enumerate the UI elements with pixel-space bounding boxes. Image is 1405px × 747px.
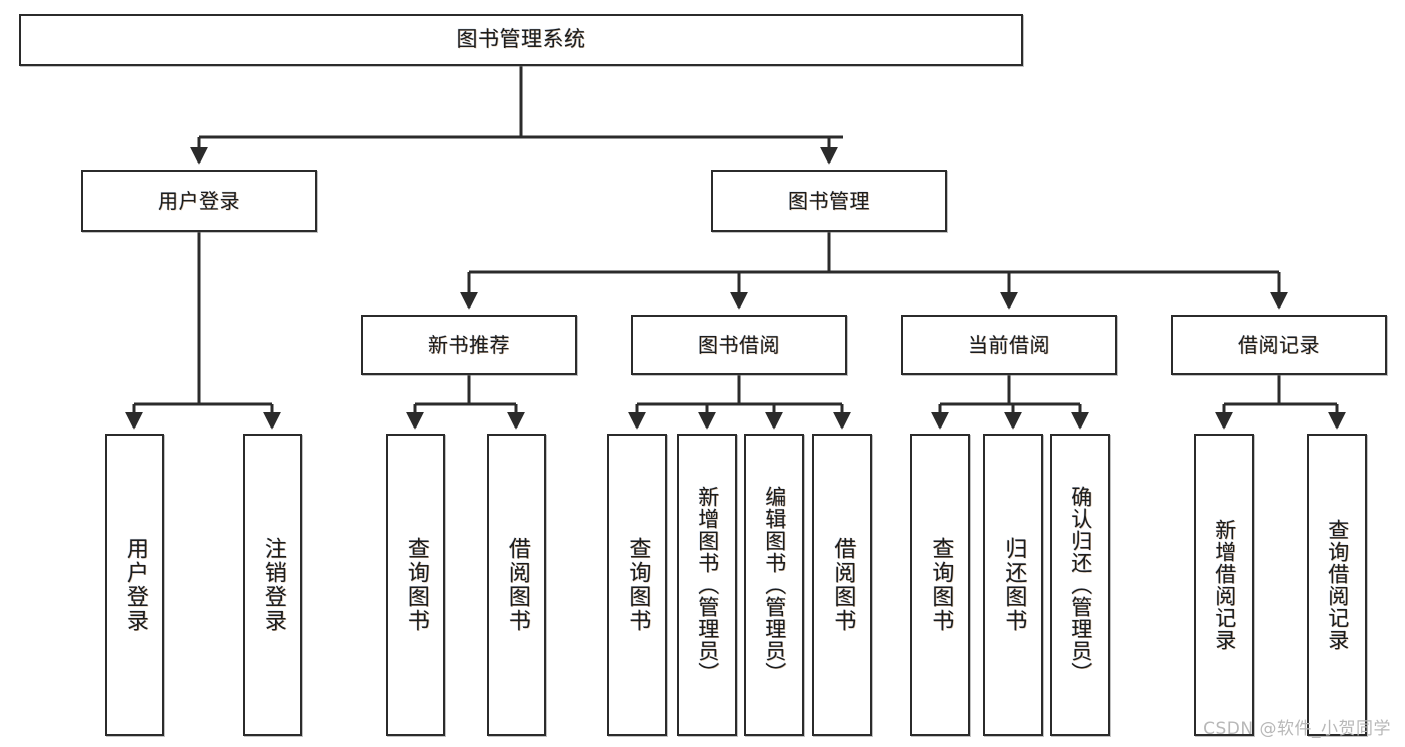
- leaf-label: 归还图书: [1001, 537, 1027, 633]
- leaf-label: 注销登录: [260, 537, 286, 633]
- node-current-borrow[interactable]: 当前借阅: [901, 315, 1117, 375]
- node-label: 用户登录: [158, 189, 240, 213]
- leaf-label: 查询图书: [625, 537, 651, 633]
- leaf-add-book-admin[interactable]: 新增图书（管理员）: [677, 434, 737, 736]
- node-book-management[interactable]: 图书管理: [711, 170, 947, 232]
- leaf-label: 新增图书（管理员）: [695, 486, 720, 684]
- leaf-label: 编辑图书（管理员）: [762, 486, 787, 684]
- connectors-root-to-level2: [190, 66, 843, 165]
- leaf-label: 新增借阅记录: [1212, 519, 1237, 651]
- leaf-label: 查询图书: [403, 537, 429, 633]
- node-user-login[interactable]: 用户登录: [81, 170, 317, 232]
- node-label: 新书推荐: [428, 333, 510, 357]
- connectors-book-borrow-to-leaves: [628, 375, 851, 430]
- node-borrow-records[interactable]: 借阅记录: [1171, 315, 1387, 375]
- leaf-borrow-book[interactable]: 借阅图书: [812, 434, 872, 736]
- leaf-edit-book-admin[interactable]: 编辑图书（管理员）: [744, 434, 804, 736]
- node-root-system[interactable]: 图书管理系统: [19, 14, 1023, 66]
- node-new-book-recommend[interactable]: 新书推荐: [361, 315, 577, 375]
- connectors-new-book-recommend-to-leaves: [406, 375, 525, 430]
- leaf-label: 确认归还（管理员）: [1068, 486, 1093, 684]
- leaf-label: 借阅图书: [504, 537, 530, 633]
- leaf-add-borrow-record[interactable]: 新增借阅记录: [1194, 434, 1254, 736]
- node-book-borrow[interactable]: 图书借阅: [631, 315, 847, 375]
- node-label: 图书管理系统: [456, 27, 586, 52]
- node-label: 借阅记录: [1238, 333, 1320, 357]
- connectors-borrow-records-to-leaves: [1215, 375, 1346, 430]
- leaf-user-login[interactable]: 用户登录: [105, 434, 164, 736]
- node-label: 图书借阅: [698, 333, 780, 357]
- node-label: 图书管理: [788, 189, 870, 213]
- connectors-book-management-to-level3: [460, 232, 1288, 310]
- leaf-borrow-book-recommend[interactable]: 借阅图书: [487, 434, 546, 736]
- leaf-query-book-recommend[interactable]: 查询图书: [386, 434, 445, 736]
- leaf-label: 用户登录: [122, 537, 148, 633]
- leaf-query-book-current[interactable]: 查询图书: [910, 434, 970, 736]
- leaf-confirm-return-admin[interactable]: 确认归还（管理员）: [1050, 434, 1110, 736]
- leaf-return-book[interactable]: 归还图书: [983, 434, 1043, 736]
- connectors-current-borrow-to-leaves: [931, 375, 1089, 430]
- node-label: 当前借阅: [968, 333, 1050, 357]
- leaf-logout[interactable]: 注销登录: [243, 434, 302, 736]
- leaf-label: 查询图书: [928, 537, 954, 633]
- leaf-query-book-borrow[interactable]: 查询图书: [607, 434, 667, 736]
- leaf-label: 查询借阅记录: [1325, 519, 1350, 651]
- leaf-query-borrow-record[interactable]: 查询借阅记录: [1307, 434, 1367, 736]
- connectors-user-login-to-leaves: [125, 232, 281, 430]
- leaf-label: 借阅图书: [830, 537, 856, 633]
